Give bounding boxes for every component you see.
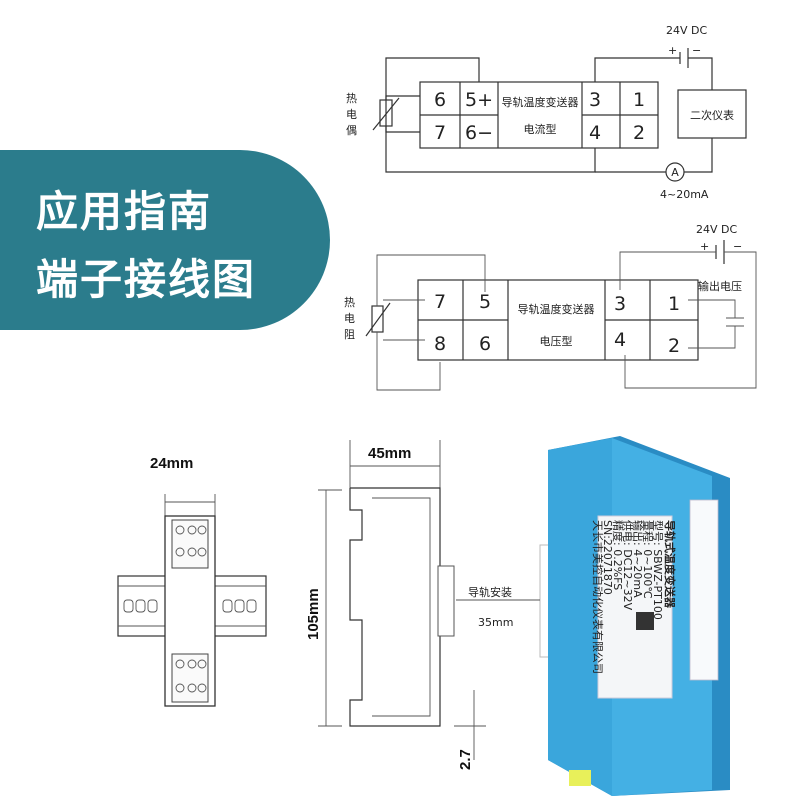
- secondary-instrument: [677, 89, 747, 139]
- product-side-label: [689, 499, 719, 681]
- device-name-1: 导轨温度变送器: [502, 95, 579, 109]
- terminal-1b: 1: [668, 293, 680, 315]
- device-name-2: 导轨温度变送器: [518, 302, 595, 316]
- terminal-4b: 4: [614, 329, 626, 351]
- sensor-label-2-a: 热: [344, 296, 355, 309]
- terminal-1: 1: [633, 89, 645, 111]
- product-photo: 导轨式温度变送器 型号: SBWZ-PT100 量程: 0~100℃ 输出: 4…: [548, 436, 730, 796]
- sensor-label-2-c: 阻: [344, 328, 355, 341]
- banner-subtitle: 端子接线图: [36, 255, 257, 304]
- terminal-3: 3: [589, 89, 601, 111]
- instrument-label: 二次仪表: [690, 108, 734, 122]
- rail-clip: [437, 565, 455, 637]
- rail-slots-right: [222, 599, 257, 613]
- width-dimension: 24mm: [150, 455, 193, 472]
- device-type-2: 电压型: [540, 334, 573, 348]
- sensor-label-1-b: 电: [346, 108, 357, 121]
- guide-banner: [0, 150, 330, 330]
- power-label-1: 24V DC: [666, 24, 707, 37]
- front-terminal-screws-top: [171, 519, 209, 569]
- terminal-2: 2: [633, 122, 645, 144]
- terminal-3b: 3: [614, 293, 626, 315]
- terminal-5b: 5: [479, 291, 491, 313]
- product-label-panel: [597, 515, 673, 699]
- terminal-6: 6: [434, 89, 446, 111]
- label-line-1: 型号: SBWZ-PT100: [651, 520, 665, 620]
- terminal-4: 4: [589, 122, 601, 144]
- banner-title: 应用指南: [36, 187, 213, 236]
- terminal-8b: 8: [434, 333, 446, 355]
- power-plus-2: +: [700, 240, 709, 253]
- rtd-element: [371, 305, 384, 333]
- label-text-group: 导轨式温度变送器 型号: SBWZ-PT100 量程: 0~100℃ 输出: 4…: [591, 520, 677, 674]
- depth-dimension: 45mm: [368, 445, 411, 462]
- rail-mount-label: 导轨安装: [468, 585, 512, 599]
- front-terminal-screws-bottom: [171, 653, 209, 703]
- label-line-4: 供电: DC12~32V: [621, 520, 635, 611]
- label-title: 导轨式温度变送器: [663, 520, 677, 609]
- label-line-5: 精度: 0.2%FS: [611, 520, 625, 590]
- sensor-label-1-a: 热: [346, 92, 357, 105]
- power-minus-2: −: [733, 240, 742, 253]
- terminal-6-minus: 6−: [465, 122, 493, 144]
- bottom-connector: [569, 770, 591, 786]
- terminal-6b: 6: [479, 333, 491, 355]
- terminal-5-plus: 5+: [465, 89, 493, 111]
- qr-code: [636, 612, 654, 630]
- device-type-1: 电流型: [524, 122, 557, 136]
- offset-dimension: 2.7: [457, 749, 474, 770]
- power-plus-1: +: [668, 44, 677, 57]
- rail-slots-left: [123, 599, 158, 613]
- height-dimension: 105mm: [305, 588, 322, 640]
- ammeter-label: A: [671, 166, 679, 179]
- current-type-diagram: 6 5+ 7 6− 导轨温度变送器 电流型 3 1 4 2 热 电 偶 24V …: [346, 24, 747, 201]
- label-line-3: 输出: 4~20mA: [631, 520, 645, 598]
- terminal-7b: 7: [434, 291, 446, 313]
- label-maker: 天长市美控自动化仪表有限公司: [591, 520, 605, 674]
- rail-width-label: 35mm: [478, 616, 513, 629]
- sensor-label-1-c: 偶: [346, 124, 357, 137]
- output-label: 输出电压: [698, 279, 742, 293]
- sensor-label-2-b: 电: [344, 312, 355, 325]
- power-minus-1: −: [692, 44, 701, 57]
- current-range: 4~20mA: [660, 188, 709, 201]
- voltage-type-diagram: 7 5 8 6 导轨温度变送器 电压型 3 1 4 2 热 电 阻 24V DC…: [344, 223, 757, 391]
- power-label-2: 24V DC: [696, 223, 737, 236]
- side-profile-outline: [349, 487, 441, 727]
- front-view-drawing: 24mm: [117, 455, 267, 707]
- terminal-2b: 2: [668, 335, 680, 357]
- label-serial: SN:22071870: [601, 520, 614, 595]
- terminal-7: 7: [434, 122, 446, 144]
- label-line-2: 量程: 0~100℃: [641, 520, 654, 599]
